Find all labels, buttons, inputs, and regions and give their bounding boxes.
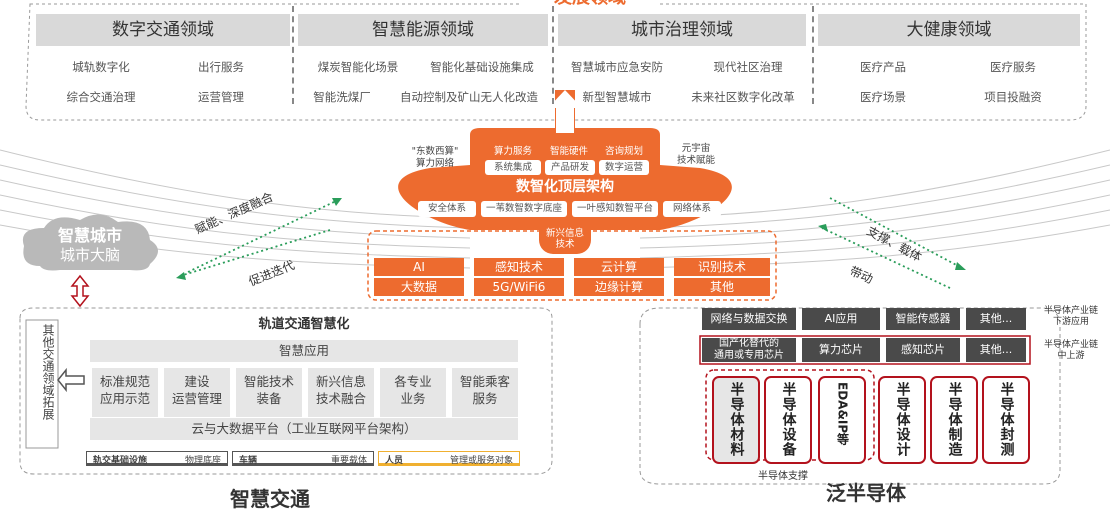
- rail-app: 智慧应用: [90, 340, 518, 362]
- tech-tile: 边缘计算: [574, 278, 664, 296]
- top-banner-label: 发展领域: [554, 0, 626, 8]
- arch-layer: 安全体系: [418, 201, 476, 217]
- rail-title: 轨道交通智慧化: [258, 317, 350, 332]
- rail-box: 标准规范 应用示范: [92, 368, 158, 417]
- domain-item: 城轨数字化: [72, 60, 130, 74]
- domain-title: 大健康领域: [818, 14, 1080, 46]
- domain-item: 医疗服务: [990, 60, 1036, 74]
- rail-box: 智能乘客 服务: [452, 368, 518, 417]
- rail-box: 各专业 业务: [380, 368, 446, 417]
- semi-row2-note: 半导体产业链 中上游: [1043, 340, 1098, 361]
- pan-semi-caption: 泛半导体: [826, 481, 906, 505]
- semi-manufacturing: 半导体制造: [930, 376, 978, 464]
- domain-item: 智能化基础设施集成: [430, 60, 534, 74]
- rail-base-key: 轨交基础设施: [93, 456, 148, 466]
- domain-divider: [292, 6, 294, 104]
- semi-eda-ip: EDA&IP等: [818, 376, 866, 464]
- tech-label-bg: [539, 226, 591, 254]
- rail-base-key: 人员: [385, 456, 404, 466]
- other-transport-expansion: 其他交通领域拓展: [41, 324, 55, 420]
- semi-row1-box: AI应用: [802, 308, 880, 330]
- domain-item: 综合交通治理: [66, 90, 136, 104]
- semi-vbox-label: 半导体封测: [998, 382, 1015, 457]
- rail-base-value: 管理或服务对象: [449, 456, 513, 466]
- domain-title: 城市治理领域: [558, 14, 806, 46]
- domain-item: 新型智慧城市: [582, 90, 652, 104]
- arch-title: 数智化顶层架构: [516, 179, 614, 195]
- rail-base-infra: 轨交基础设施 物理底座: [86, 451, 228, 466]
- domain-item: 项目投融资: [984, 90, 1042, 104]
- rail-box: 智能技术 装备: [236, 368, 302, 417]
- domain-divider: [812, 6, 814, 104]
- domain-city-governance: 城市治理领域 智慧城市应急安防 现代社区治理 新型智慧城市 未来社区数字化改革: [558, 8, 806, 106]
- domain-item: 现代社区治理: [713, 60, 783, 74]
- semi-design: 半导体设计: [878, 376, 926, 464]
- domain-smart-energy: 智慧能源领域 煤炭智能化场景 智能化基础设施集成 智能洗煤厂 自动控制及矿山无人…: [298, 8, 548, 106]
- domain-item: 智慧城市应急安防: [571, 60, 663, 74]
- arch-layer: 一苇数智数字底座: [481, 201, 567, 217]
- arch-service: 系统集成: [485, 160, 541, 175]
- arch-service: 数字运营: [599, 160, 649, 175]
- rail-base-value: 物理底座: [184, 456, 221, 466]
- semi-material: 半导体材料: [712, 376, 760, 464]
- semi-vbox-label: 半导体设计: [894, 382, 911, 457]
- arch-layer: 网络体系: [663, 201, 721, 217]
- city-brain-line1: 智慧城市: [57, 226, 122, 245]
- semi-support-label: 半导体支撑: [758, 471, 808, 482]
- semi-equipment: 半导体设备: [764, 376, 812, 464]
- domain-item: 煤炭智能化场景: [317, 60, 399, 74]
- semi-row2-box: 算力芯片: [802, 338, 880, 362]
- rail-staff: 人员 管理或服务对象: [378, 451, 520, 466]
- domain-item: 智能洗煤厂: [313, 90, 371, 104]
- domain-item: 未来社区数字化改革: [691, 90, 795, 104]
- arch-left-note: "东数西算" 算力网络: [411, 146, 459, 169]
- tech-tile: AI: [374, 258, 464, 276]
- semi-row1-box: 智能传感器: [886, 308, 960, 330]
- top-banner: 发展领域: [520, 0, 660, 8]
- arch-service: 产品研发: [545, 160, 595, 175]
- smart-transport-caption: 智慧交通: [230, 487, 310, 511]
- domain-item: 医疗产品: [860, 60, 906, 74]
- semi-row1-note: 半导体产业链 下游应用: [1043, 306, 1098, 327]
- rail-box: 新兴信息 技术融合: [308, 368, 374, 417]
- rail-vehicle: 车辆 重要载体: [232, 451, 374, 466]
- domain-divider: [552, 6, 554, 104]
- rail-base-key: 车辆: [239, 456, 258, 466]
- semi-vbox-label: EDA&IP等: [835, 382, 850, 446]
- tech-tile: 其他: [674, 278, 770, 296]
- semi-row2-box: 感知芯片: [886, 338, 960, 362]
- tech-tile: 云计算: [574, 258, 664, 276]
- semi-packaging: 半导体封测: [982, 376, 1030, 464]
- arch-layer: 一叶感知数智平台: [572, 201, 658, 217]
- tech-tile: 感知技术: [474, 258, 564, 276]
- semi-row1-box: 网络与数据交换: [702, 308, 796, 330]
- domain-item: 出行服务: [198, 60, 244, 74]
- rail-platform: 云与大数据平台（工业互联网平台架构）: [90, 418, 518, 440]
- domain-big-health: 大健康领域 医疗产品 医疗服务 医疗场景 项目投融资: [818, 8, 1080, 106]
- domain-title: 数字交通领域: [36, 14, 290, 46]
- arch-right-note: 元宇宙 技术赋能: [676, 143, 715, 166]
- city-brain-line2: 城市大脑: [59, 246, 120, 264]
- semi-vbox-label: 半导体设备: [780, 382, 797, 457]
- tech-tile: 大数据: [374, 278, 464, 296]
- tech-label: 新兴信息 技术: [545, 228, 584, 250]
- domain-item: 运营管理: [198, 90, 244, 104]
- arch-service: 咨询规划: [604, 146, 643, 157]
- rail-base-value: 重要载体: [330, 456, 367, 466]
- arch-service: 智能硬件: [549, 146, 588, 157]
- tech-tile: 识别技术: [674, 258, 770, 276]
- semi-vbox-label: 半导体制造: [946, 382, 963, 457]
- arch-service: 算力服务: [493, 146, 532, 157]
- semi-row1-box: 其他...: [966, 308, 1026, 330]
- domain-title: 智慧能源领域: [298, 14, 548, 46]
- semi-row2-box: 其他...: [966, 338, 1026, 362]
- semi-vbox-label: 半导体材料: [728, 382, 745, 457]
- semi-row2-box: 国产化替代的 通用或专用芯片: [702, 338, 796, 362]
- domain-digital-transport: 数字交通领域 城轨数字化 出行服务 综合交通治理 运营管理: [36, 8, 290, 106]
- rail-box: 建设 运营管理: [164, 368, 230, 417]
- domain-item: 医疗场景: [860, 90, 906, 104]
- domain-item: 自动控制及矿山无人化改造: [400, 90, 538, 104]
- tech-tile: 5G/WiFi6: [474, 278, 564, 296]
